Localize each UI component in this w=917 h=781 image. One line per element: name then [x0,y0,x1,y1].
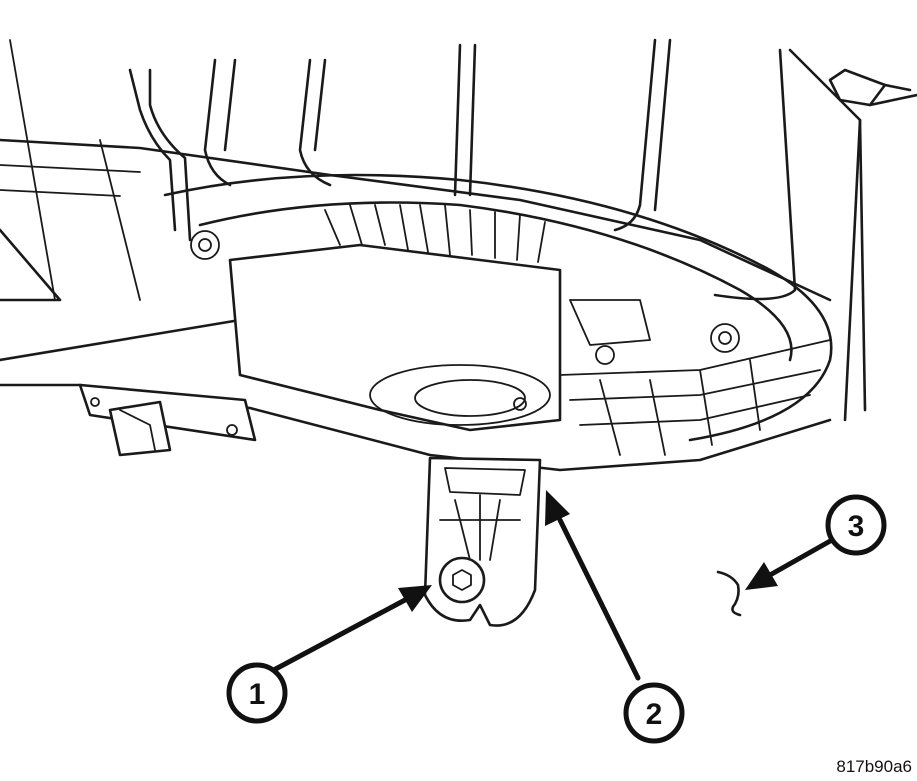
callout-arrow-2 [545,490,641,681]
blower-ring [0,173,833,472]
left-tab [78,383,257,457]
callout-1-label: 1 [249,678,266,711]
callout-2-label: 2 [646,698,663,731]
callout-arrow-3 [745,537,835,590]
break-symbol [716,570,742,617]
callout-arrow-1 [267,585,432,675]
callout-2: 2 [623,682,685,744]
callout-3: 3 [825,494,887,556]
callout-3-label: 3 [848,510,865,543]
mounting-bracket [423,456,542,627]
upper-housing [0,38,917,422]
figure-code: 817b90a6 [836,757,912,776]
callout-1: 1 [226,662,288,724]
screw [438,556,486,604]
